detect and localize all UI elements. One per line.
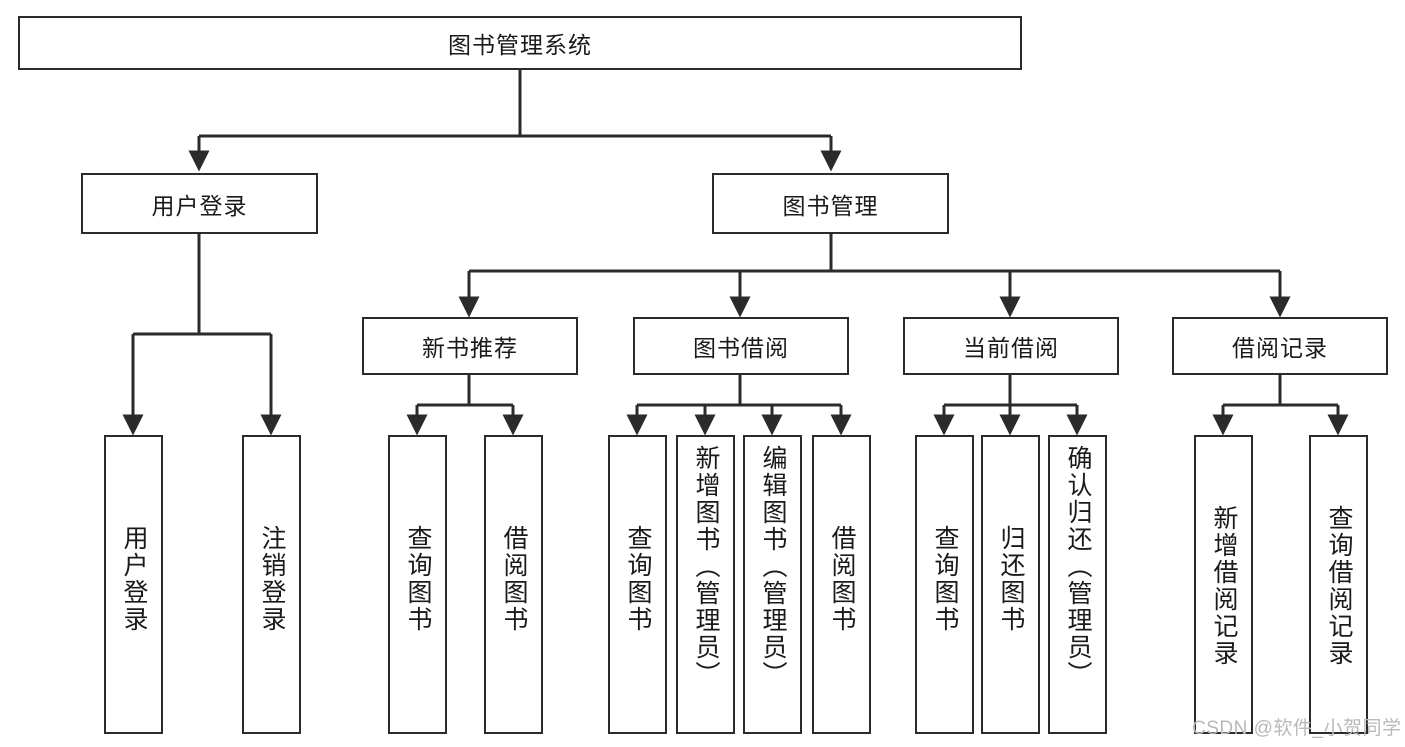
node-leaf-edit-book[interactable]: 编辑图书（管理员）	[743, 435, 802, 734]
node-label: 用户登录	[120, 525, 148, 633]
node-label: 查询图书	[404, 525, 432, 633]
node-leaf-borrow-book-1[interactable]: 借阅图书	[484, 435, 543, 734]
node-current-borrow[interactable]: 当前借阅	[903, 317, 1119, 375]
node-label: 新增图书（管理员）	[692, 445, 720, 688]
node-label: 借阅记录	[1232, 335, 1328, 361]
node-borrow-record[interactable]: 借阅记录	[1172, 317, 1388, 375]
node-label: 借阅图书	[828, 525, 856, 633]
node-leaf-confirm-return[interactable]: 确认归还（管理员）	[1048, 435, 1107, 734]
node-label: 注销登录	[258, 525, 286, 633]
node-label: 用户登录	[151, 192, 248, 219]
node-book-management[interactable]: 图书管理	[712, 173, 949, 234]
node-leaf-user-login[interactable]: 用户登录	[104, 435, 163, 734]
node-label: 借阅图书	[500, 525, 528, 633]
node-label: 查询图书	[624, 525, 652, 633]
node-label: 确认归还（管理员）	[1064, 445, 1092, 688]
node-leaf-query-book-3[interactable]: 查询图书	[915, 435, 974, 734]
node-label: 编辑图书（管理员）	[759, 445, 787, 688]
node-leaf-add-book[interactable]: 新增图书（管理员）	[676, 435, 735, 734]
node-label: 新增借阅记录	[1210, 505, 1238, 667]
node-label: 归还图书	[997, 525, 1025, 633]
node-label: 查询图书	[931, 525, 959, 633]
node-label: 查询借阅记录	[1325, 505, 1353, 667]
node-book-borrow[interactable]: 图书借阅	[633, 317, 849, 375]
node-label: 当前借阅	[963, 335, 1059, 361]
node-label: 图书借阅	[693, 335, 789, 361]
csdn-watermark: CSDN @软件_小贺同学	[1192, 718, 1402, 739]
node-leaf-return-book[interactable]: 归还图书	[981, 435, 1040, 734]
node-leaf-add-record[interactable]: 新增借阅记录	[1194, 435, 1253, 734]
node-root-book-management-system[interactable]: 图书管理系统	[18, 16, 1022, 70]
node-label: 图书管理	[782, 192, 879, 219]
node-leaf-query-book-2[interactable]: 查询图书	[608, 435, 667, 734]
node-label: 新书推荐	[422, 335, 518, 361]
node-new-book-recommend[interactable]: 新书推荐	[362, 317, 578, 375]
node-leaf-borrow-book-2[interactable]: 借阅图书	[812, 435, 871, 734]
node-leaf-query-book-1[interactable]: 查询图书	[388, 435, 447, 734]
node-leaf-logout-login[interactable]: 注销登录	[242, 435, 301, 734]
node-label: 图书管理系统	[448, 32, 592, 58]
node-user-login[interactable]: 用户登录	[81, 173, 318, 234]
node-leaf-query-record[interactable]: 查询借阅记录	[1309, 435, 1368, 734]
